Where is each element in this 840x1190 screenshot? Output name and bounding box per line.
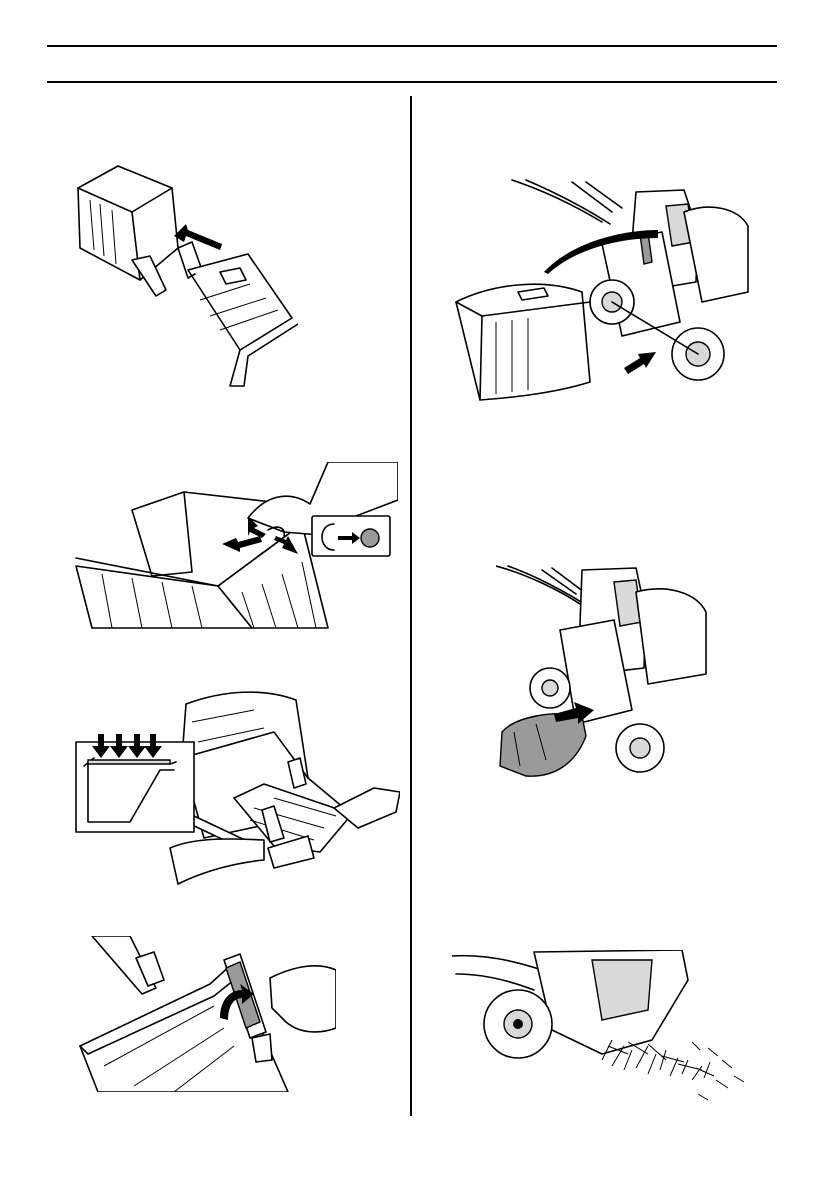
column-divider bbox=[410, 96, 412, 1116]
header-rule-top bbox=[47, 45, 777, 47]
side-discharge-grass-illustration bbox=[452, 950, 748, 1110]
grass-bag-mounting-on-mower-illustration bbox=[452, 172, 752, 410]
bag-frame-clip-illustration bbox=[72, 462, 398, 632]
grass-bag-assembly-illustration bbox=[70, 160, 310, 390]
mulching-plug-insert-illustration bbox=[496, 564, 720, 784]
bag-clip-fold-illustration bbox=[74, 936, 336, 1092]
header-rule-bottom bbox=[47, 81, 777, 83]
bag-frame-edge-press-illustration bbox=[74, 688, 400, 893]
